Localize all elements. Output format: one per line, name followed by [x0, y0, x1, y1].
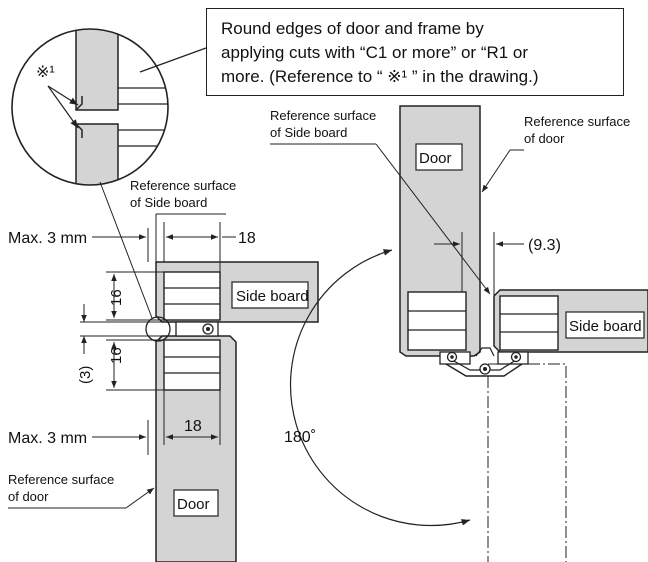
- right-ref-side-board-line2: of Side board: [270, 125, 347, 140]
- note-line-2: applying cuts with “C1 or more” or “R1 o…: [221, 43, 529, 62]
- right-ref-door-line1: Reference surface: [524, 114, 630, 129]
- right-ref-side-board-line1: Reference surface: [270, 108, 376, 123]
- right-door-label: Door: [419, 150, 452, 167]
- left-ref-side-board-line2: of Side board: [130, 195, 207, 210]
- note-leader: [139, 47, 207, 73]
- note-line-3: more. (Reference to “ ※¹ ” in the drawin…: [221, 67, 539, 86]
- left-ref-side-board-line1: Reference surface: [130, 178, 236, 193]
- note-line-1: Round edges of door and frame by: [221, 19, 484, 38]
- left-dim-16-upper: 16: [108, 289, 125, 306]
- left-max-bottom: Max. 3 mm: [8, 430, 87, 447]
- right-view: Door Side board Reference surface of Sid…: [270, 105, 648, 562]
- right-side-board-label: Side board: [569, 318, 642, 335]
- detail-marker: ※¹: [36, 64, 55, 81]
- left-view: Side board Door Reference surface of Sid…: [8, 178, 319, 562]
- right-ref-door-line2: of door: [524, 131, 565, 146]
- hinge-cup-upper: [163, 271, 221, 321]
- left-ref-door-line1: Reference surface: [8, 472, 114, 487]
- hinge-cup-lower: [163, 339, 221, 391]
- right-hinge-cup-side: [499, 295, 559, 351]
- left-max-top: Max. 3 mm: [8, 230, 87, 247]
- left-dim-3: (3): [77, 366, 94, 384]
- left-door-label: Door: [177, 496, 210, 513]
- right-dim-gap: (9.3): [528, 237, 561, 254]
- left-dim-16-lower: 16: [108, 347, 125, 364]
- left-ref-door-line2: of door: [8, 489, 49, 504]
- instruction-note: Round edges of door and frame by applyin…: [206, 8, 624, 96]
- left-dim-bottom: 18: [184, 418, 202, 435]
- right-hinge-cup-door: [407, 291, 467, 351]
- right-angle-label: 180˚: [284, 429, 316, 446]
- left-side-board-label: Side board: [236, 288, 309, 305]
- detail-callout-line: [99, 181, 153, 319]
- left-dim-top: 18: [238, 230, 256, 247]
